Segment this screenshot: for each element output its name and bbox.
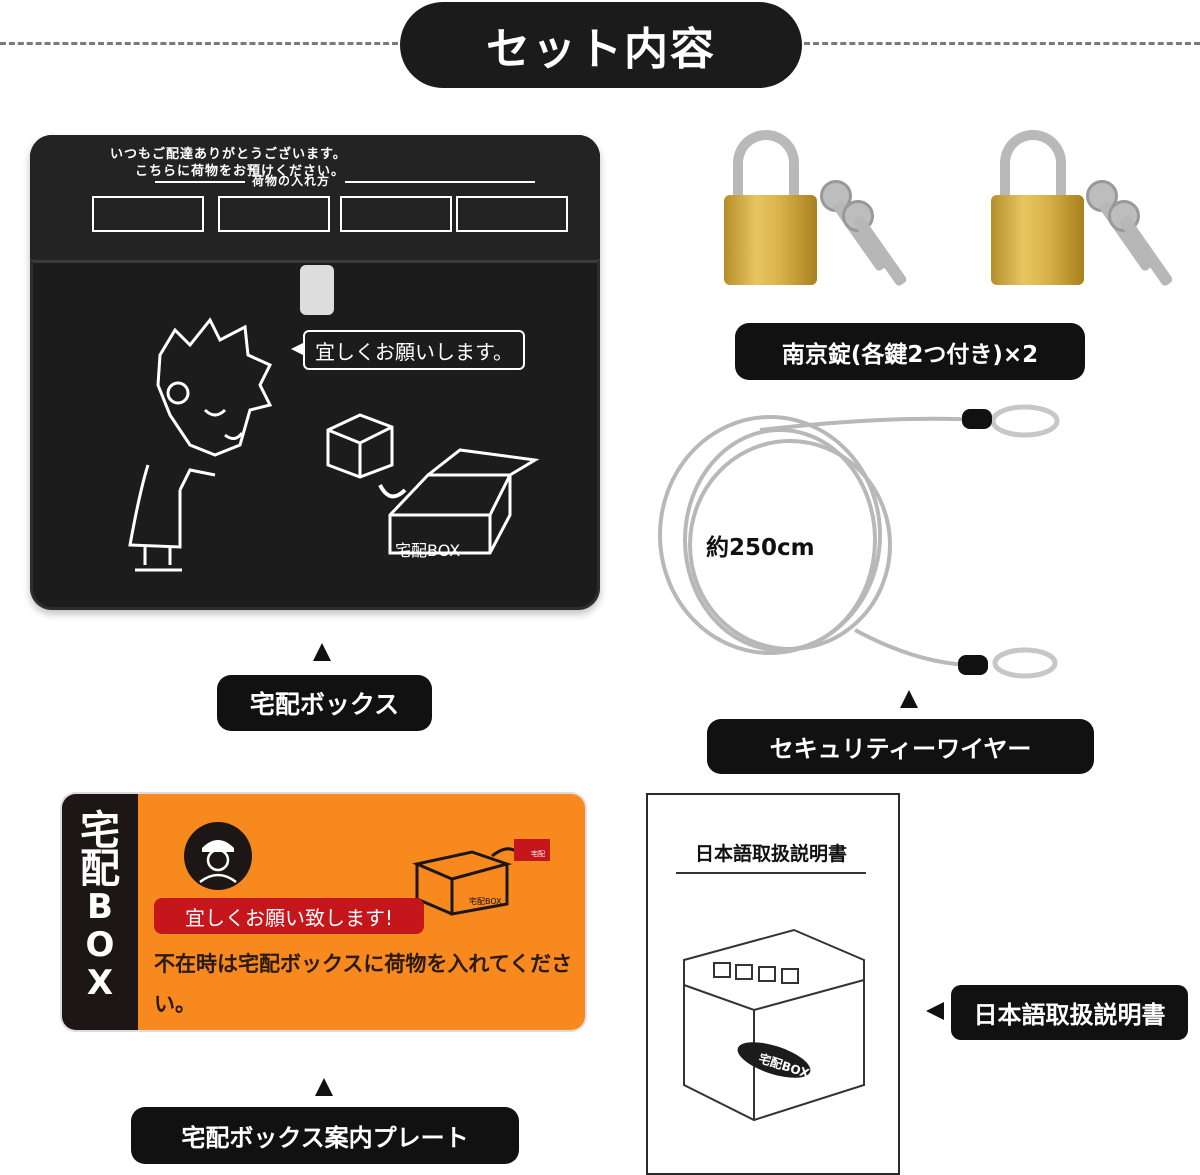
howto-rule-right <box>345 181 535 183</box>
lid-howto: 荷物の入れ方 <box>252 174 331 188</box>
plate-body-text: 不在時は宅配ボックスに荷物を入れてください。 <box>154 952 573 1016</box>
parcel-into-box-icon <box>412 839 550 916</box>
plate-greeting-badge: 宜しくお願い致します! <box>154 898 424 934</box>
plate-side-text: 宅 配 B O X <box>62 808 138 1003</box>
plate-caption: 宅配ボックス案内プレート <box>131 1107 519 1164</box>
manual-caption: 日本語取扱説明書 <box>951 985 1188 1040</box>
step-icon-2 <box>218 196 330 232</box>
wire-length-label: 約250cm <box>706 535 815 561</box>
shackle-icon <box>1000 130 1066 210</box>
manual-box-illustration <box>683 928 865 1122</box>
header-divider-right <box>804 42 1200 45</box>
plate-side-band: 宅 配 B O X <box>62 794 138 1030</box>
pointer-arrow-up-icon <box>900 690 918 708</box>
padlock-body <box>724 195 817 285</box>
step-icon-4 <box>456 196 568 232</box>
plate-box-label: 宅配BOX <box>469 897 502 906</box>
pointer-arrow-up-icon <box>313 643 331 661</box>
header-divider-left <box>0 42 398 45</box>
zipper-pull-icon <box>300 265 334 315</box>
key-blade <box>852 214 908 288</box>
plate-side-char: O <box>85 925 115 965</box>
lid-text-line2: こちらに荷物をお預けください。 <box>135 164 346 179</box>
security-wire-icon <box>658 404 1060 679</box>
manual-image: 日本語取扱説明書 宅配BOX <box>646 793 900 1175</box>
box-lid <box>30 135 600 263</box>
padlock-body <box>991 195 1084 285</box>
bowing-person-icon <box>128 317 273 572</box>
guide-plate-image: 宅 配 B O X 宅配BOX 宅配 宜しくお願い致します! 不在時は宅配ボック… <box>62 794 585 1030</box>
plate-side-char: 宅 <box>80 808 120 854</box>
plate-small-label: 宅配 <box>531 850 545 858</box>
lid-text-line1: いつもご配達ありがとうございます。 <box>110 147 347 162</box>
shackle-icon <box>733 130 799 210</box>
step-icon-3 <box>340 196 452 232</box>
courier-avatar-icon <box>184 822 252 890</box>
pointer-arrow-up-icon <box>315 1078 333 1096</box>
wire-caption: セキュリティーワイヤー <box>707 719 1094 774</box>
pointer-arrow-left-icon <box>926 1002 944 1020</box>
box-caption: 宅配ボックス <box>217 675 432 731</box>
plate-side-char: 配 <box>80 846 120 892</box>
page-title: セット内容 <box>400 2 802 88</box>
step-icon-1 <box>92 196 204 232</box>
plate-side-char: B <box>87 887 113 927</box>
plate-side-char: X <box>86 963 114 1003</box>
padlock-caption: 南京錠(各鍵2つ付き)×2 <box>735 323 1085 380</box>
box-label: 宅配BOX <box>395 541 461 560</box>
parcel-into-box-icon <box>326 413 540 555</box>
manual-title: 日本語取扱説明書 <box>676 839 866 874</box>
speech-bubble: 宜しくお願いします。 <box>291 330 525 370</box>
howto-rule-left <box>155 181 245 183</box>
key-blade <box>1118 214 1174 288</box>
